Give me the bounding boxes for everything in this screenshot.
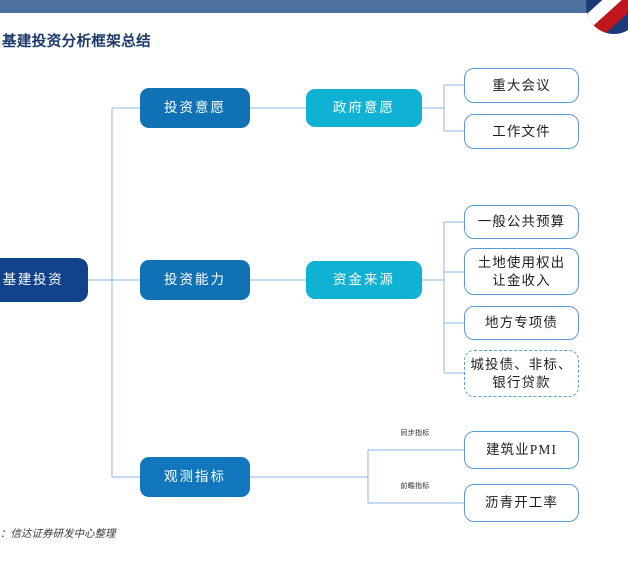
company-logo-icon	[586, 0, 628, 34]
node-funding-sources[interactable]: 资金来源	[306, 261, 422, 299]
page-title: 基建投资分析框架总结	[2, 34, 151, 50]
node-investment-willingness[interactable]: 投资意愿	[140, 88, 250, 128]
source-footnote: ：信达证券研发中心整理	[0, 529, 116, 540]
node-government-will[interactable]: 政府意愿	[306, 89, 422, 127]
leaf-construction-pmi[interactable]: 建筑业PMI	[464, 431, 579, 469]
node-investment-capacity[interactable]: 投资能力	[140, 260, 250, 300]
leaf-major-meetings[interactable]: 重大会议	[464, 68, 579, 103]
node-observation-indicators[interactable]: 观测指标	[140, 457, 250, 497]
header-bar	[0, 0, 598, 13]
edge-label-coincident: 同步指标	[400, 429, 430, 437]
leaf-urban-bonds-nonstandard-loans[interactable]: 城投债、非标、 银行贷款	[464, 350, 579, 397]
leaf-asphalt-operating-rate[interactable]: 沥青开工率	[464, 484, 579, 522]
node-root[interactable]: 基建投资	[0, 258, 88, 302]
leaf-work-documents[interactable]: 工作文件	[464, 114, 579, 149]
leaf-land-transfer-income[interactable]: 土地使用权出 让金收入	[464, 248, 579, 295]
leaf-local-special-bonds[interactable]: 地方专项债	[464, 306, 579, 340]
edge-label-leading: 前瞻指标	[400, 482, 430, 490]
leaf-general-public-budget[interactable]: 一般公共预算	[464, 205, 579, 239]
